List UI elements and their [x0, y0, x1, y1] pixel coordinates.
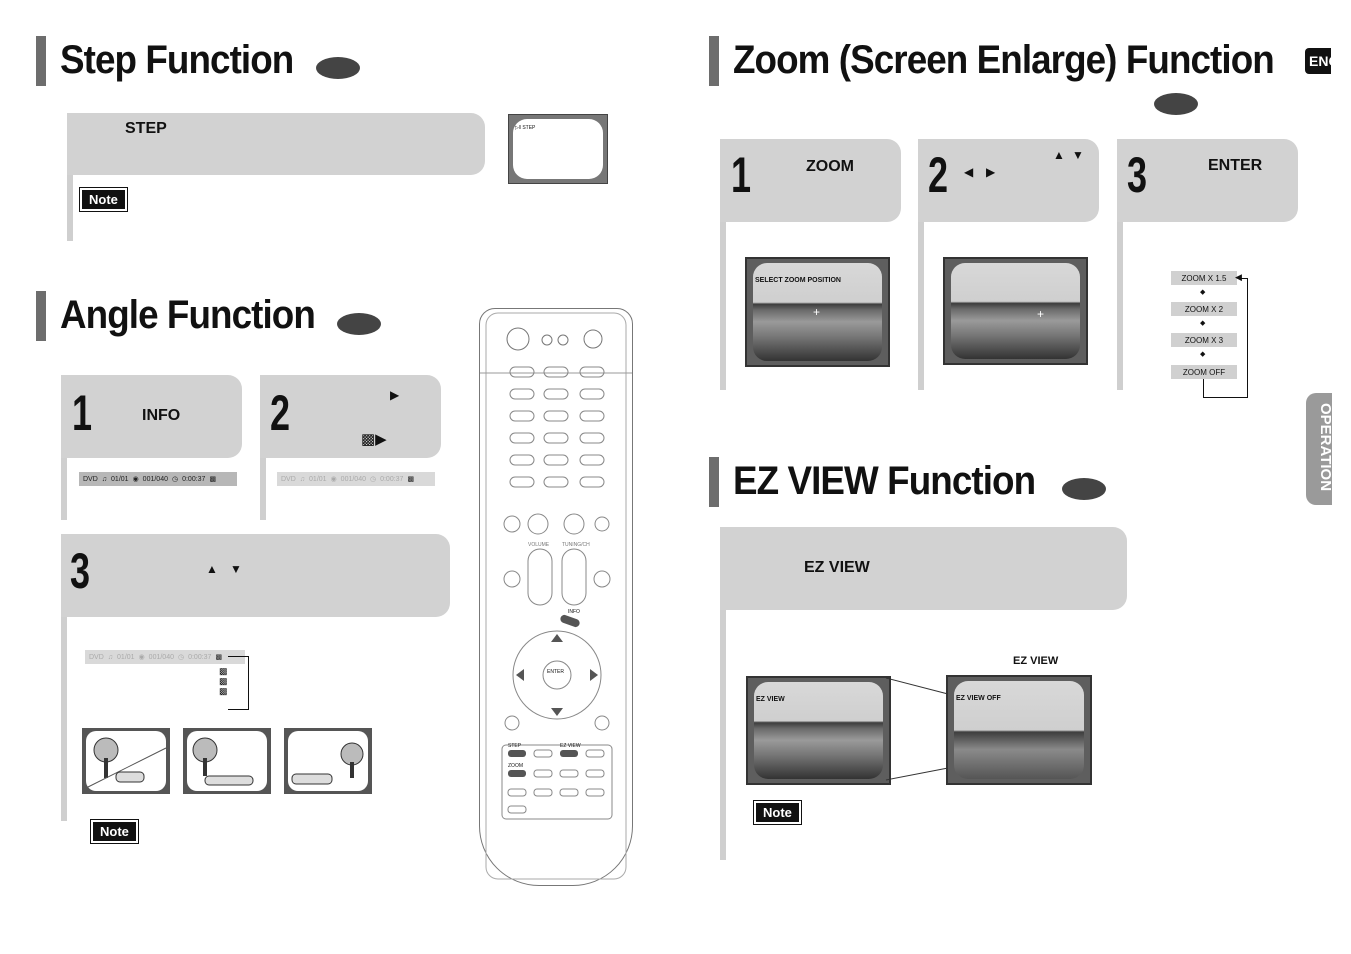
zoom-step3-box: [1117, 139, 1298, 222]
down-arrow-icon: ◆: [1200, 320, 1206, 327]
up-arrow-icon: ▲: [1053, 148, 1065, 162]
zoom-cycle-arrowhead: ◀: [1235, 272, 1242, 282]
angle-step3-number: 3: [70, 543, 91, 599]
ezview-screen-off-text: EZ VIEW OFF: [956, 695, 1001, 702]
angle-osd-bar-faint: DVD♫01/01◉001/040◷0:00:37▩: [277, 472, 435, 486]
dvd-disc-badge: [337, 313, 381, 335]
angle-step3-line: [61, 617, 67, 821]
info-button-label: INFO: [142, 407, 181, 424]
zoom-level-item: ZOOM X 3: [1171, 333, 1237, 347]
camera-angle-icon: ▩▶: [361, 431, 387, 448]
zoom-step2-line: [918, 222, 924, 390]
down-arrow-icon: ◆: [1200, 289, 1206, 296]
zoom-step3-number: 3: [1127, 147, 1148, 203]
remote-ezview-label: EZ VIEW: [560, 743, 581, 749]
section-bar: [709, 36, 719, 86]
step-instruction-box: [67, 113, 485, 175]
zoom-level-list: ZOOM X 1.5 ◆ ZOOM X 2 ◆ ZOOM X 3 ◆ ZOOM …: [1171, 271, 1251, 401]
angle-view-2: [183, 728, 271, 794]
zoom-screen-1: SELECT ZOOM POSITION +: [745, 257, 890, 367]
remote-control: STEP EZ VIEW ZOOM ENTER INFO VOLUME TUNI…: [479, 308, 633, 886]
zoom-step3-line: [1117, 222, 1123, 390]
angle-cycle-bracket: [228, 656, 249, 710]
ezview-screen-on: EZ VIEW: [746, 676, 891, 785]
angle-step1-box: [61, 375, 242, 458]
remote-step-label: STEP: [508, 743, 522, 749]
step-side-line: [67, 175, 73, 241]
remote-info-label: INFO: [568, 609, 580, 615]
zoom-level-item: ZOOM OFF: [1171, 365, 1237, 379]
angle-step3-box: [61, 534, 450, 617]
angle-step2-number: 2: [270, 385, 291, 441]
zoom-step1-line: [720, 222, 726, 390]
dvd-disc-badge: [1154, 93, 1198, 115]
up-arrow-icon: ▲: [206, 562, 218, 576]
section-bar: [709, 457, 719, 507]
right-arrow-icon: ▶: [390, 388, 400, 402]
ezview-function-title: EZ VIEW Function: [733, 459, 1036, 503]
angle-osd-bar-step3: DVD♫01/01◉001/040◷0:00:37▩: [85, 650, 245, 664]
zoom-step1-number: 1: [731, 147, 752, 203]
angle-step2-box: [260, 375, 441, 458]
zoom-function-title: Zoom (Screen Enlarge) Function: [733, 38, 1275, 82]
operation-side-tab-text: OPERATION: [1317, 403, 1334, 492]
step-button-label: STEP: [125, 120, 167, 137]
enter-button-label: ENTER: [1208, 157, 1263, 174]
zoom-step1-box: [720, 139, 901, 222]
step-note-badge: Note: [79, 187, 128, 212]
ezview-button-label: EZ VIEW: [804, 559, 870, 576]
crosshair-icon: +: [813, 305, 821, 319]
remote-enter-label: ENTER: [547, 669, 564, 675]
angle-icon: ▩: [209, 476, 217, 483]
angle-view-1: [82, 728, 170, 794]
operation-side-tab: [1306, 393, 1332, 505]
ezview-screen-heading: EZ VIEW: [1013, 655, 1059, 667]
angle-step1-line: [61, 458, 67, 520]
section-bar: [36, 291, 46, 341]
step-function-title: Step Function: [60, 38, 294, 82]
angle-cycle-icons: ▩▩▩: [219, 666, 228, 696]
zoom-cycle-bracket-top: [1239, 278, 1247, 279]
down-arrow-icon: ▼: [230, 562, 242, 576]
angle-note-badge: Note: [90, 819, 139, 844]
ezview-note-badge: Note: [753, 800, 802, 825]
language-tab: ENG: [1305, 48, 1331, 74]
zoom-level-item: ZOOM X 2: [1171, 302, 1237, 316]
zoom-cycle-left-stub: [1203, 379, 1204, 397]
ezview-screen-off: EZ VIEW OFF: [946, 675, 1092, 785]
dvd-disc-badge: [1062, 478, 1106, 500]
section-bar: [36, 36, 46, 86]
angle-osd-bar: DVD♫01/01◉001/040◷0:00:37▩: [79, 472, 237, 486]
zoom-step2-box: [918, 139, 1099, 222]
ezview-side-line: [720, 610, 726, 860]
angle-step2-line: [260, 458, 266, 520]
angle-function-title: Angle Function: [60, 293, 316, 337]
zoom-step2-number: 2: [928, 147, 949, 203]
remote-tuning-label: TUNING/CH: [562, 542, 590, 548]
step-tv-screen: ▷‖ STEP: [508, 114, 608, 184]
remote-zoom-label: ZOOM: [508, 763, 523, 769]
crosshair-icon: +: [1037, 307, 1045, 321]
remote-volume-label: VOLUME: [528, 542, 550, 548]
zoom-screen-2: +: [943, 257, 1088, 365]
down-arrow-icon: ◆: [1200, 351, 1206, 358]
dvd-disc-badge: [316, 57, 360, 79]
zoom-level-item: ZOOM X 1.5: [1171, 271, 1237, 285]
left-arrow-icon: ◀: [964, 165, 974, 179]
zoom-button-label: ZOOM: [806, 158, 854, 175]
zoom-cycle-bracket: [1203, 278, 1248, 398]
ezview-connector-lines: [885, 677, 949, 781]
ezview-instruction-box: [720, 527, 1127, 610]
angle-view-3: [284, 728, 372, 794]
step-screen-text: ▷‖ STEP: [515, 125, 536, 131]
down-arrow-icon: ▼: [1072, 148, 1084, 162]
zoom-screen-1-text: SELECT ZOOM POSITION: [755, 277, 841, 284]
ezview-screen-on-text: EZ VIEW: [756, 696, 785, 703]
angle-step1-number: 1: [72, 385, 93, 441]
right-arrow-icon: ▶: [986, 165, 996, 179]
